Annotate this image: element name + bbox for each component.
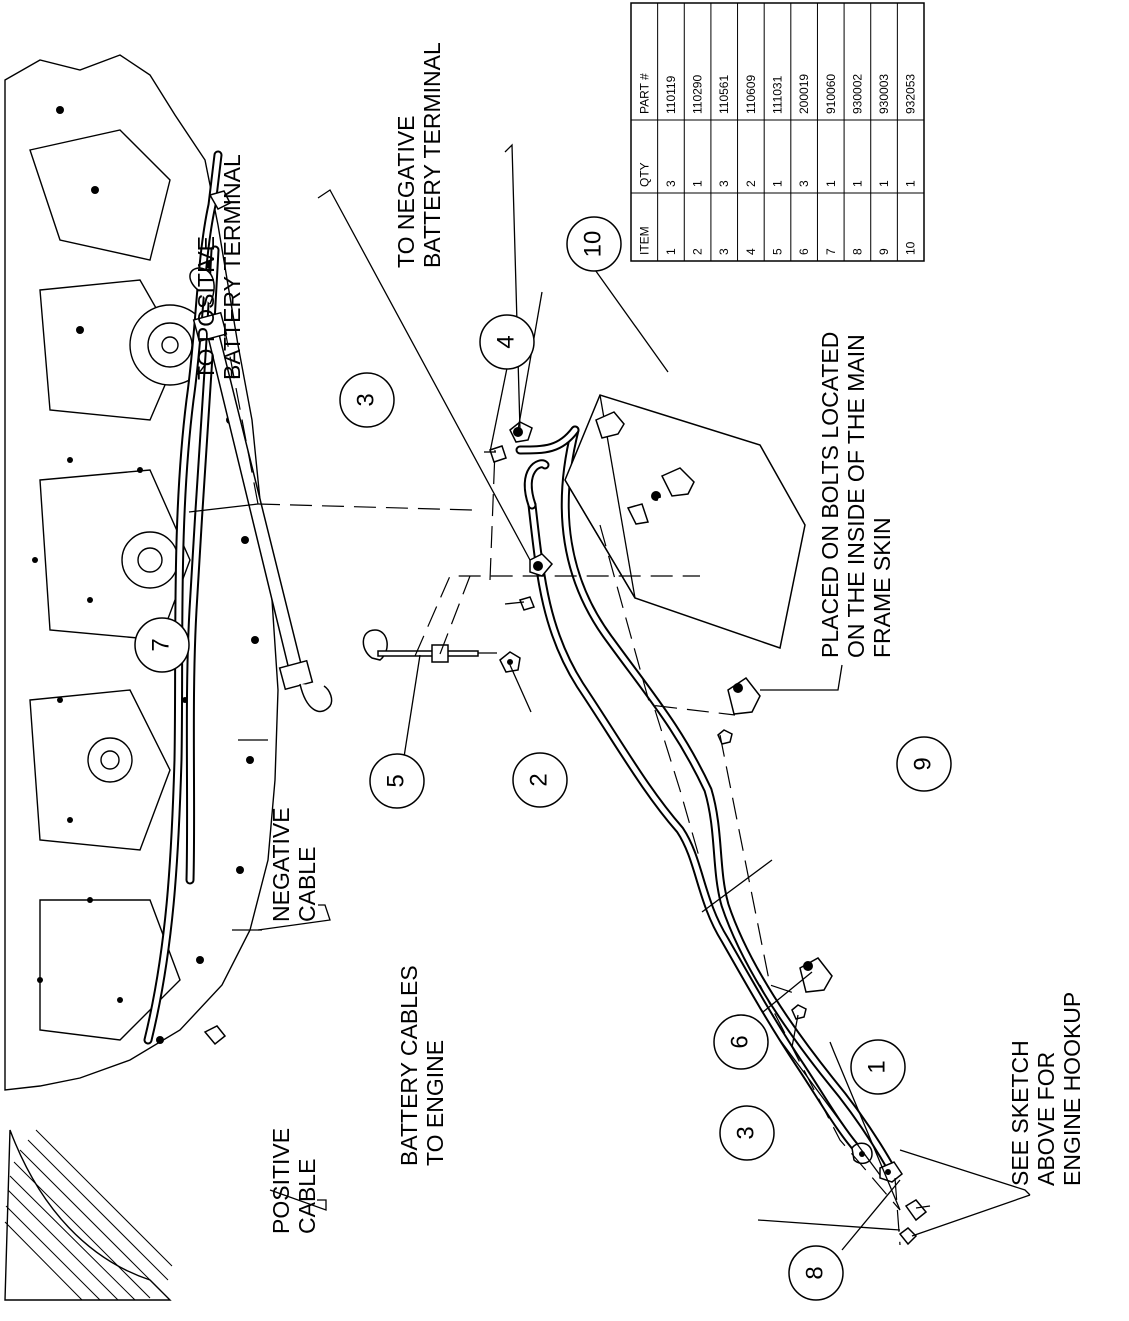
label-to-positive-2: BATTERY TERMINAL [219,154,245,380]
label-battery-cables-2: TO ENGINE [422,1040,448,1166]
table-cell: 4 [744,248,758,255]
assembly-dashed-lines [224,329,901,1246]
callout-bubbles: 10 4 3 7 5 2 9 6 1 3 8 [134,216,952,1301]
table-cell: 7 [824,248,838,255]
table-cell: 10 [904,241,918,255]
callout-3-bottom: 3 [732,1126,759,1139]
label-see-3: ENGINE HOOKUP [1059,992,1085,1186]
table-cell: 3 [717,180,731,187]
callout-6: 6 [726,1035,753,1048]
table-cell: 111031 [771,75,785,114]
label-to-negative-1: TO NEGATIVE [393,115,419,268]
label-see-2: ABOVE FOR [1033,1052,1059,1186]
callout-circle-4 [479,314,535,370]
label-to-positive-1: TO POSITIVE [193,236,219,380]
table-cell: 1 [691,180,705,187]
callout-circle-3-top [339,372,395,428]
table-cell: 110609 [744,75,758,114]
callout-circle-7 [134,617,190,673]
callout-4: 4 [492,335,519,348]
leader-lines [188,143,1031,1251]
table-cell: 3 [797,180,811,187]
callout-circle-3-bottom [719,1105,775,1161]
table-cell: 2 [744,180,758,187]
table-cell: 110561 [717,75,731,114]
callout-circle-9 [896,736,952,792]
table-header-part-number: PART # [637,73,651,114]
table-cell: 930003 [877,74,891,114]
table-cell: 1 [904,180,918,187]
table-cell: 930002 [850,74,864,114]
table-cell: 110119 [664,75,678,114]
table-cell: 1 [824,180,838,187]
label-placed-3: FRAME SKIN [869,517,895,658]
callout-1: 1 [863,1060,890,1073]
table-cell: 200019 [797,74,811,114]
battery-cable-harness [515,425,897,1175]
callout-10: 10 [579,231,606,258]
table-cell: 6 [797,248,811,255]
table-cell: 9 [877,248,891,255]
table-cell: 1 [771,180,785,187]
table-cell: 3 [664,180,678,187]
table-cell: 3 [717,248,731,255]
callout-circle-5 [369,753,425,809]
callout-5: 5 [382,774,409,787]
label-positive-cable-2: CABLE [294,1159,320,1234]
callout-9: 9 [909,757,936,770]
callout-circle-2 [512,752,568,808]
callout-circle-1 [850,1039,906,1095]
diagram-labels: TO POSITIVE BATTERY TERMINAL TO NEGATIVE… [193,42,1085,1234]
table-cell: 910060 [824,74,838,114]
label-battery-cables-1: BATTERY CABLES [396,965,422,1166]
callout-8: 8 [801,1266,828,1279]
table-cell: 2 [691,248,705,255]
hardware-parts [189,267,931,1246]
table-cell: 932053 [904,74,918,114]
callout-7: 7 [147,638,174,651]
table-cell: 1 [877,180,891,187]
label-placed-2: ON THE INSIDE OF THE MAIN [843,334,869,658]
table-cell: 8 [850,248,864,255]
table-cell: 1 [664,248,678,255]
callout-circle-10 [566,216,622,272]
label-positive-cable-1: POSITIVE [268,1128,294,1234]
engine-sketch [4,54,279,1301]
callout-2: 2 [525,773,552,786]
table-cell: 110290 [691,75,705,114]
label-negative-cable-2: CABLE [294,847,320,922]
label-see-1: SEE SKETCH [1007,1040,1033,1186]
table-header-item: ITEM [637,226,651,255]
callout-3-top: 3 [352,393,379,406]
battery [564,394,806,649]
table-cell: 1 [850,180,864,187]
table-header-qty: QTY [637,162,651,187]
label-placed-1: PLACED ON BOLTS LOCATED [817,332,843,658]
label-negative-cable-1: NEGATIVE [268,807,294,922]
callout-circle-6 [713,1014,769,1070]
callout-circle-8 [788,1245,844,1301]
table-cell: 5 [771,248,785,255]
label-to-negative-2: BATTERY TERMINAL [419,42,445,268]
